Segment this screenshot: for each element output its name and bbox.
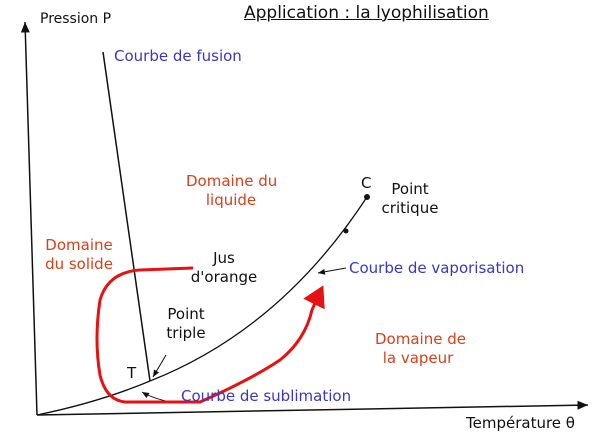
triple-line-1: Point (167, 305, 205, 323)
sublimation-curve (36, 380, 151, 416)
page-title: Application : la lyophilisation (244, 3, 489, 23)
orange-juice-label: Jus d'orange (184, 249, 264, 287)
vapor-line-2: la vapeur (382, 349, 454, 367)
solid-line-2: du solide (45, 255, 113, 273)
triple-point-letter: T (127, 364, 137, 382)
critical-line-1: Point (391, 180, 429, 198)
liquid-line-2: liquide (205, 191, 257, 209)
solid-line-1: Domaine (45, 236, 113, 254)
y-axis (20, 21, 38, 416)
solid-domain-label: Domaine du solide (38, 236, 120, 274)
vaporisation-curve (149, 196, 368, 382)
juice-line-1: Jus (213, 249, 235, 267)
critical-point-letter: C (361, 174, 372, 192)
curve-dot (343, 228, 349, 234)
fusion-curve (102, 51, 151, 382)
vaporisation-curve-label: Courbe de vaporisation (349, 259, 525, 277)
triple-point-label: Point triple (160, 305, 212, 343)
x-axis (36, 400, 589, 416)
vapor-domain-label: Domaine de la vapeur (375, 330, 466, 368)
vaporisation-arrow (317, 267, 347, 275)
triple-line-2: triple (166, 324, 206, 342)
vapor-line-1: Domaine de (375, 330, 466, 348)
liquid-line-1: Domaine du (186, 172, 278, 190)
juice-line-2: d'orange (190, 268, 258, 286)
sublimation-curve-label: Courbe de sublimation (181, 387, 352, 405)
critical-point-dot (364, 194, 370, 200)
liquid-domain-label: Domaine du liquide (186, 172, 278, 210)
lyophilisation-path (95, 266, 325, 404)
triple-point-arrow (152, 354, 167, 378)
x-axis-label: Température θ (466, 414, 575, 432)
y-axis-label: Pression P (40, 11, 112, 27)
fusion-curve-label: Courbe de fusion (114, 47, 242, 65)
critical-line-2: critique (381, 199, 439, 217)
critical-point-label: Point critique (378, 180, 442, 218)
